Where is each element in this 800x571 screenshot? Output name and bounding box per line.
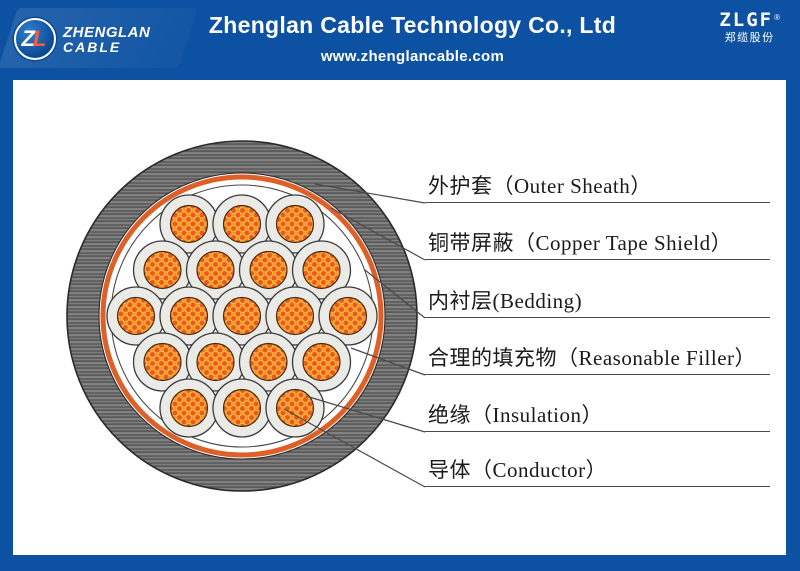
registered-mark: ® bbox=[774, 12, 780, 22]
zlgf-logo: ZLGF® 郑缆股份 bbox=[719, 9, 780, 44]
leader-copper-tape bbox=[330, 207, 426, 261]
core-conductor bbox=[143, 342, 182, 382]
zlgf-chinese-subtitle: 郑缆股份 bbox=[724, 31, 775, 44]
core-conductor bbox=[196, 250, 235, 290]
zl-monogram-icon: ZL bbox=[14, 18, 56, 60]
logo-wordmark: ZHENGLAN CABLE bbox=[63, 25, 150, 54]
company-title: Zhenglan Cable Technology Co., Ltd bbox=[208, 12, 617, 38]
core-conductor bbox=[196, 342, 235, 382]
core-conductor bbox=[302, 250, 341, 290]
core-conductor bbox=[143, 250, 182, 290]
diagram-panel: 外护套（Outer Sheath） 铜带屏蔽（Copper Tape Shiel… bbox=[13, 80, 786, 555]
label-copper-tape-shield: 铜带屏蔽（Copper Tape Shield） bbox=[425, 230, 770, 260]
label-conductor: 导体（Conductor） bbox=[425, 457, 770, 487]
leader-bedding bbox=[364, 269, 426, 319]
core-conductor bbox=[222, 296, 262, 336]
header-banner: ZL ZHENGLAN CABLE Zhenglan Cable Technol… bbox=[0, 0, 800, 80]
zlgf-wordmark: ZLGF bbox=[719, 9, 774, 31]
leader-outer-sheath bbox=[314, 183, 426, 204]
cable-cross-section-diagram bbox=[66, 140, 426, 492]
core-conductor bbox=[169, 388, 209, 428]
label-reasonable-filler: 合理的填充物（Reasonable Filler） bbox=[425, 345, 770, 375]
zhenglan-logo: ZL ZHENGLAN CABLE bbox=[0, 6, 199, 72]
logo-wordmark-line1: ZHENGLAN bbox=[63, 25, 150, 40]
header-center: Zhenglan Cable Technology Co., Ltd www.z… bbox=[200, 0, 625, 80]
core-conductor bbox=[275, 388, 315, 428]
leader-lines bbox=[283, 183, 426, 488]
core-conductor bbox=[328, 296, 368, 336]
core-conductor bbox=[222, 388, 262, 428]
label-insulation: 绝缘（Insulation） bbox=[425, 402, 770, 432]
leader-insulation bbox=[305, 395, 426, 433]
copper-tape-ring bbox=[100, 174, 384, 458]
core-conductor bbox=[222, 204, 262, 244]
core-conductor bbox=[249, 250, 288, 290]
core-conductor bbox=[116, 296, 156, 336]
leader-filler bbox=[350, 347, 426, 376]
core-conductor bbox=[302, 342, 341, 382]
core-conductor bbox=[169, 296, 209, 336]
core-conductor bbox=[275, 204, 315, 244]
monogram-z: Z bbox=[21, 26, 36, 51]
core-conductor bbox=[275, 296, 315, 336]
core-conductor bbox=[169, 204, 209, 244]
label-outer-sheath: 外护套（Outer Sheath） bbox=[425, 173, 770, 203]
leader-conductor bbox=[283, 408, 426, 488]
logo-wordmark-line2: CABLE bbox=[63, 40, 150, 54]
monogram-l: L bbox=[33, 26, 47, 51]
core-conductor bbox=[249, 342, 288, 382]
label-bedding: 内衬层(Bedding) bbox=[425, 288, 770, 318]
website-url: www.zhenglancable.com bbox=[320, 48, 505, 65]
